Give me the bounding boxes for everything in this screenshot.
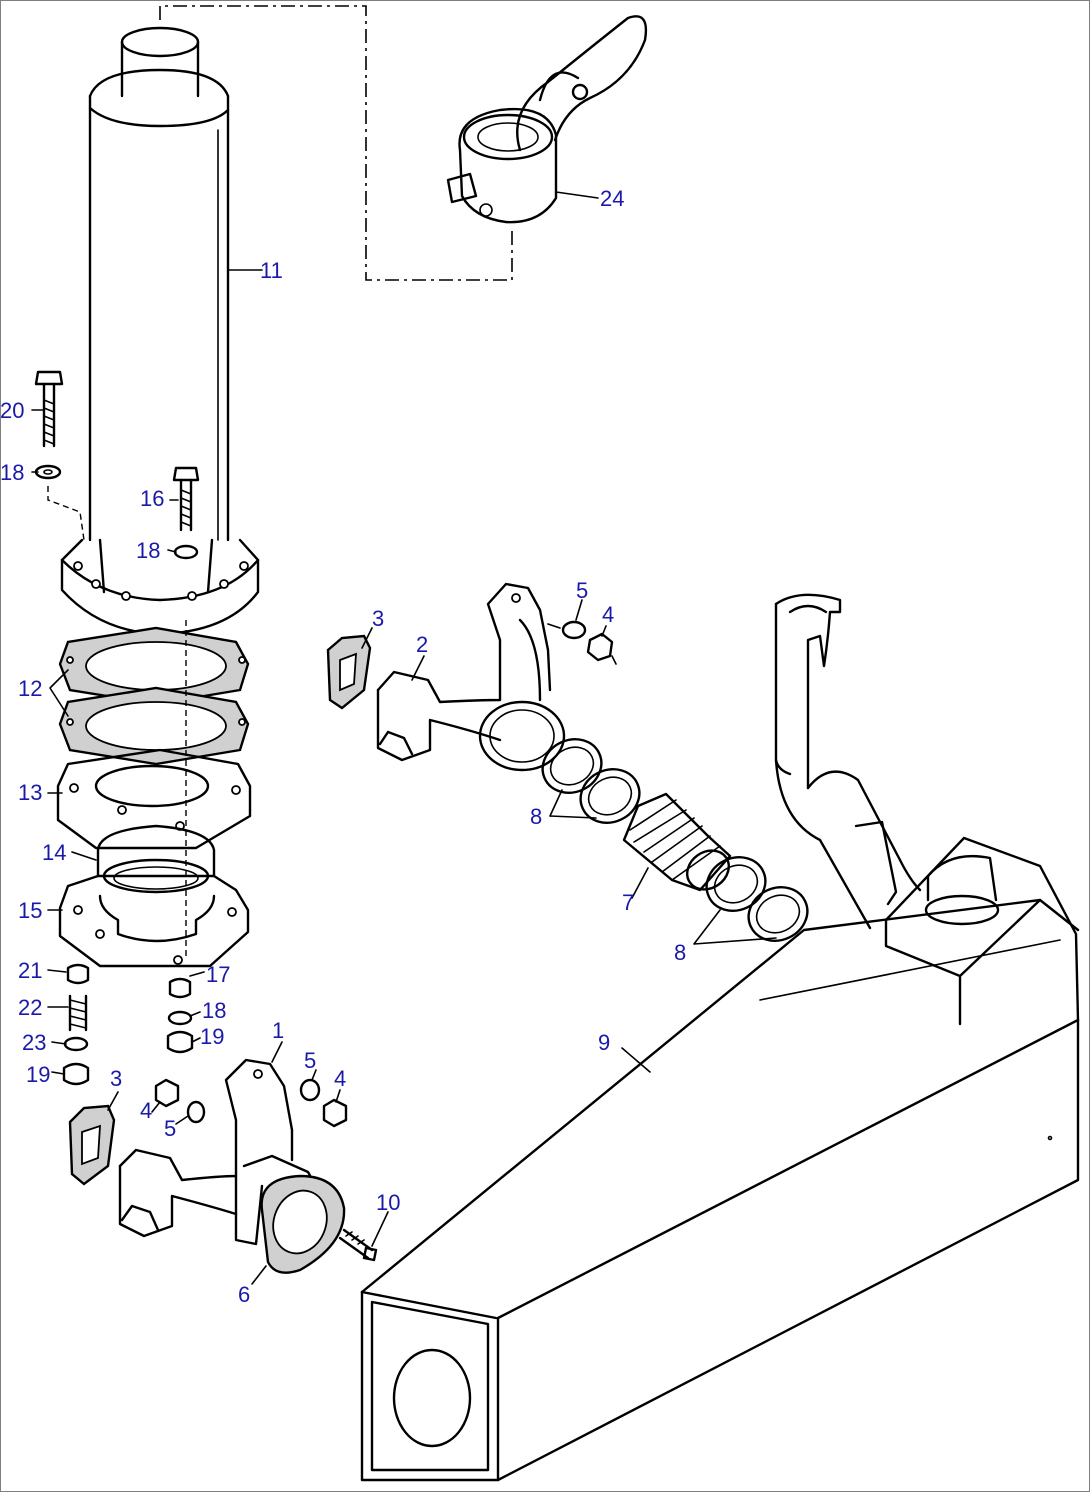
gasket-12-part bbox=[58, 626, 250, 766]
bellows-7-part bbox=[622, 792, 732, 892]
callout-3b: 3 bbox=[110, 1066, 122, 1091]
callout-13: 13 bbox=[18, 780, 42, 805]
stud-10-part bbox=[338, 1228, 378, 1262]
callout-2: 2 bbox=[416, 632, 428, 657]
callout-5a: 5 bbox=[576, 578, 588, 603]
flange-13-part bbox=[56, 748, 252, 850]
gasket-6-part bbox=[260, 1174, 346, 1274]
nut-stack-right-part bbox=[166, 977, 194, 1054]
callout-3a: 3 bbox=[372, 606, 384, 631]
callout-20: 20 bbox=[0, 398, 24, 423]
seal-rings-8-upper-part bbox=[541, 738, 641, 824]
connection-line-stack-cap bbox=[159, 5, 513, 281]
callout-5b: 5 bbox=[304, 1048, 316, 1073]
callout-24: 24 bbox=[600, 186, 624, 211]
callout-5c: 5 bbox=[164, 1116, 176, 1141]
callout-14: 14 bbox=[42, 840, 66, 865]
callout-6: 6 bbox=[238, 1282, 250, 1307]
callout-22: 22 bbox=[18, 995, 42, 1020]
callout-19b: 19 bbox=[200, 1024, 224, 1049]
callout-8a: 8 bbox=[530, 804, 542, 829]
callout-8b: 8 bbox=[674, 940, 686, 965]
callout-17: 17 bbox=[206, 962, 230, 987]
callout-10: 10 bbox=[376, 1190, 400, 1215]
flange-15-part bbox=[58, 620, 250, 968]
manifold-2-part bbox=[376, 582, 566, 772]
callout-21: 21 bbox=[18, 958, 42, 983]
callout-18c: 18 bbox=[202, 998, 226, 1023]
gasket-3-lower-part bbox=[68, 1104, 116, 1186]
bolt-20-part bbox=[34, 370, 85, 541]
bolt-16-part bbox=[172, 466, 200, 560]
callout-16: 16 bbox=[140, 486, 164, 511]
muffler-9-part bbox=[360, 593, 1080, 1482]
leader-lines bbox=[31, 191, 777, 1285]
stud-stack-left-part bbox=[62, 963, 90, 1086]
callout-4c: 4 bbox=[140, 1098, 152, 1123]
callout-7: 7 bbox=[622, 890, 634, 915]
callout-11: 11 bbox=[260, 258, 283, 283]
callout-18a: 18 bbox=[0, 460, 24, 485]
stack-pipe-part bbox=[60, 26, 260, 636]
gasket-3-upper-part bbox=[326, 634, 372, 710]
callout-1: 1 bbox=[272, 1018, 284, 1043]
rain-cap-part bbox=[446, 15, 648, 224]
fasteners-lower-part bbox=[154, 1078, 348, 1128]
callout-9: 9 bbox=[598, 1030, 610, 1055]
callout-23: 23 bbox=[22, 1030, 46, 1055]
seal-rings-8-lower-part bbox=[705, 856, 809, 942]
callout-12: 12 bbox=[18, 676, 42, 701]
callout-4b: 4 bbox=[334, 1066, 346, 1091]
callout-18b: 18 bbox=[136, 538, 160, 563]
callout-4a: 4 bbox=[602, 602, 614, 627]
callout-15: 15 bbox=[18, 898, 42, 923]
callout-labels: 11 24 20 18 16 18 12 13 14 15 21 22 23 1… bbox=[0, 186, 686, 1307]
fasteners-upper-part bbox=[547, 620, 617, 665]
callout-19a: 19 bbox=[26, 1062, 50, 1087]
